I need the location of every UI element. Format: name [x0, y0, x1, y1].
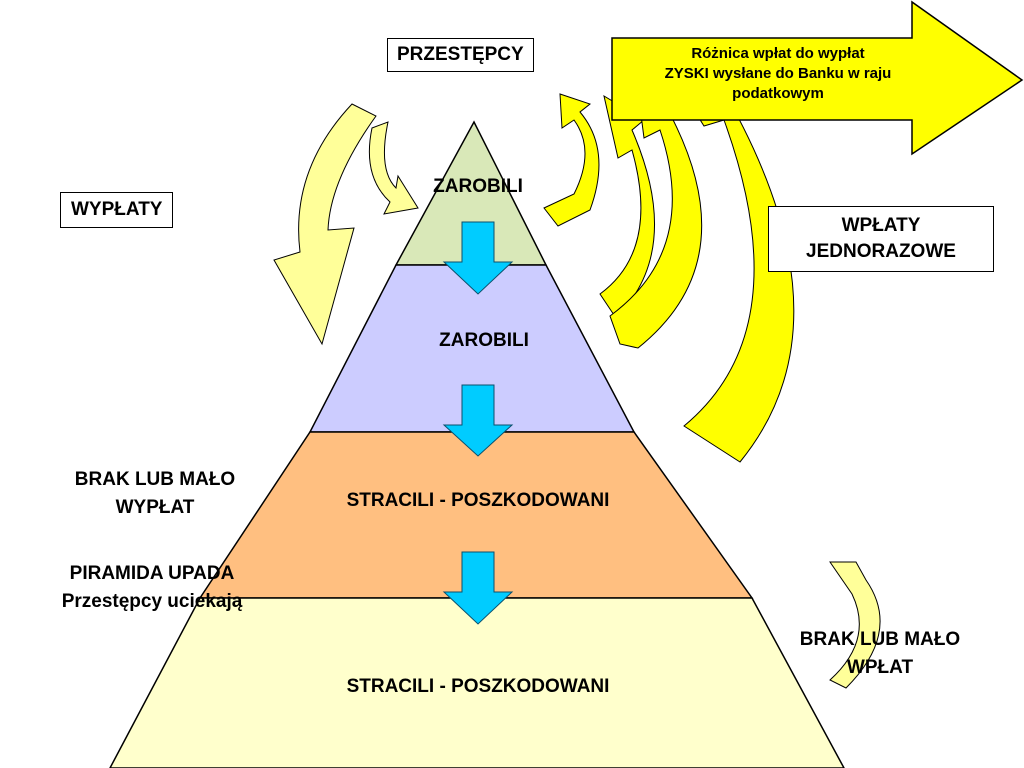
criminals-label: PRZESTĘPCY	[387, 38, 534, 72]
curved-arrow-icon	[543, 93, 600, 227]
profit-line-3: podatkowym	[732, 85, 824, 102]
profit-line-1: Różnica wpłat do wypłat	[691, 45, 865, 62]
curved-arrow-icon	[829, 561, 881, 689]
collapse-line-2: Przestępcy uciekają	[61, 591, 243, 612]
block-arrow-right-icon	[611, 0, 1024, 156]
tier-4-label: STRACILI - POSZKODOWANI	[346, 676, 610, 697]
no-payments-line-1: BRAK LUB MAŁO	[799, 629, 961, 650]
payouts-label: WYPŁATY	[60, 192, 174, 228]
curved-arrow-icon	[368, 121, 419, 215]
tier-3-label: STRACILI - POSZKODOWANI	[346, 490, 610, 511]
down-flow-arrow-icon	[442, 221, 514, 295]
collapse-line-1: PIRAMIDA UPADA	[69, 563, 235, 584]
no-payouts-line-1: BRAK LUB MAŁO	[74, 469, 236, 490]
payouts-text: WYPŁATY	[71, 199, 163, 220]
curved-arrow-icon	[599, 94, 655, 319]
lump-sum-line-2: JEDNORAZOWE	[806, 241, 956, 262]
no-payments-line-2: WPŁAT	[846, 657, 914, 678]
profit-line-2: ZYSKI wysłane do Banku w raju	[664, 65, 892, 82]
no-payouts-line-2: WYPŁAT	[115, 497, 195, 518]
pyramid-collapses-label: PIRAMIDA UPADA Przestępcy uciekają	[24, 560, 280, 616]
down-flow-arrow-icon	[442, 551, 514, 625]
no-payouts-label: BRAK LUB MAŁO WYPŁAT	[30, 466, 280, 522]
pyramid-tier-4	[109, 597, 845, 768]
criminals-text: PRZESTĘPCY	[397, 44, 524, 65]
lump-sum-line-1: WPŁATY	[841, 215, 921, 236]
down-flow-arrow-icon	[442, 384, 514, 457]
lump-sum-payments-label: WPŁATY JEDNORAZOWE	[768, 206, 994, 272]
profit-arrow-text: Różnica wpłat do wypłat ZYSKI wysłane do…	[628, 44, 928, 104]
tier-2-label: ZAROBILI	[439, 330, 529, 351]
no-payments-label: BRAK LUB MAŁO WPŁAT	[762, 626, 998, 682]
tier-1-label: ZAROBILI	[433, 176, 523, 197]
curved-arrow-icon	[273, 103, 377, 346]
